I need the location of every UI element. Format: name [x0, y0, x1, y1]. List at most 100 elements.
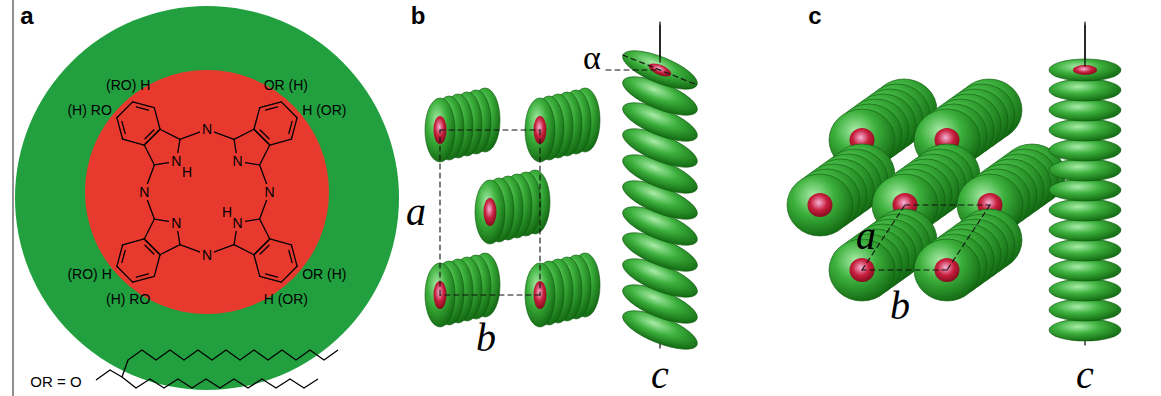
substituent-label: OR (H) — [264, 78, 308, 92]
double-bond — [266, 107, 278, 110]
atom-label: N — [263, 184, 277, 200]
pyrrole-bond — [144, 145, 154, 165]
angle-reference — [606, 69, 660, 70]
atom-label: N — [137, 184, 151, 200]
molecule-disk — [475, 180, 505, 244]
pyrrole-bond — [160, 245, 180, 255]
substituent-label: H (OR) — [264, 292, 308, 306]
benzene-bond — [117, 102, 133, 118]
substituent-label: (RO) H — [67, 267, 111, 281]
benzene-bond — [281, 266, 297, 282]
column-axis — [659, 22, 660, 62]
molecule-disk — [1049, 279, 1121, 301]
atom-label: N — [169, 215, 183, 231]
molecule-disk — [1049, 79, 1121, 101]
column-axis — [1084, 22, 1085, 66]
axis-label: b — [890, 286, 910, 326]
benzene-bond — [154, 255, 160, 277]
benzene-bond — [123, 139, 145, 145]
panel-letter: b — [411, 4, 426, 28]
pyrrole-bond — [254, 129, 270, 145]
pyrrole-bond — [144, 219, 154, 239]
double-bond — [260, 245, 269, 254]
double-bond — [122, 251, 125, 263]
axis-label: c — [651, 355, 669, 395]
unit-cell-edge — [440, 294, 540, 295]
molecule-disk — [1049, 239, 1121, 261]
substituent-label: (H) RO — [67, 103, 111, 117]
molecule-disk — [1049, 139, 1121, 161]
atom-label: N — [200, 247, 214, 263]
alkyl-chain — [96, 350, 338, 388]
phthalocyanine-structure — [117, 102, 297, 282]
panel-letter: c — [808, 4, 821, 28]
molecule-disk — [1049, 319, 1121, 341]
benzene-bond — [270, 139, 292, 145]
molecule-disk — [1049, 159, 1121, 181]
double-bond — [145, 130, 154, 139]
pyrrole-bond — [254, 239, 270, 255]
pyrrole-bond — [160, 129, 180, 139]
double-bond — [260, 130, 269, 139]
molecule-disk — [1049, 179, 1121, 201]
substituent-label: H (OR) — [302, 103, 346, 117]
pyrrole-bond — [234, 245, 254, 255]
double-bond — [122, 121, 125, 133]
unit-cell-edge — [862, 269, 947, 270]
unit-cell-edge — [905, 204, 990, 205]
molecule-disk — [1049, 219, 1121, 241]
substituent-label: OR (H) — [302, 267, 346, 281]
columnar-hexagonal — [787, 22, 1121, 345]
benzene-bond — [144, 129, 160, 145]
axis-label: c — [1076, 355, 1094, 395]
atom-label: N — [231, 153, 245, 169]
unit-cell-edge — [947, 205, 990, 270]
benzene-bond — [254, 129, 270, 145]
molecule-disk — [1049, 299, 1121, 321]
molecule-disk — [1049, 259, 1121, 281]
aromatic-core — [85, 70, 329, 314]
double-bond — [145, 245, 154, 254]
pyrrole-bond — [144, 129, 160, 145]
panel-letter: a — [20, 4, 33, 28]
panel-border — [12, 0, 13, 396]
substituent-label: (H) RO — [106, 292, 150, 306]
pyrrole-bond — [234, 129, 254, 139]
benzene-bond — [270, 239, 292, 245]
double-bond — [136, 274, 148, 277]
formula-label: OR = O — [30, 374, 81, 389]
tilt-line — [623, 55, 697, 85]
double-bond — [136, 107, 148, 110]
pyrrole-bond — [260, 219, 270, 239]
double-bond — [289, 121, 292, 133]
atom-label: N — [231, 215, 245, 231]
axis-label: b — [476, 318, 496, 358]
molecule-disk — [1049, 119, 1121, 141]
atom-label: N — [169, 153, 183, 169]
alkyl-shell — [15, 6, 399, 390]
benzene-bond — [144, 239, 160, 255]
benzene-bond — [154, 108, 160, 130]
alkyl-chain-lower — [122, 377, 318, 388]
benzene-bond — [281, 102, 297, 118]
atom-label: N — [200, 121, 214, 137]
molecule-disk — [1049, 199, 1121, 221]
columnar-tilted — [425, 22, 702, 357]
aromatic-core-disk — [808, 193, 833, 217]
alkyl-chain-upper — [96, 350, 338, 380]
atom-label: H — [182, 165, 192, 179]
unit-cell-edge — [439, 130, 440, 295]
benzene-bond — [123, 239, 145, 245]
molecule-disk — [1049, 99, 1121, 121]
substituent-label: (RO) H — [106, 78, 150, 92]
pyrrole-bond — [260, 145, 270, 165]
lattice-guides — [440, 55, 990, 295]
double-bond — [266, 274, 278, 277]
benzene-bond — [254, 108, 260, 130]
unit-cell-edge — [440, 129, 540, 130]
unit-cell-edge — [539, 130, 540, 295]
benzene-bond — [254, 255, 260, 277]
aromatic-core-disk — [484, 198, 497, 226]
